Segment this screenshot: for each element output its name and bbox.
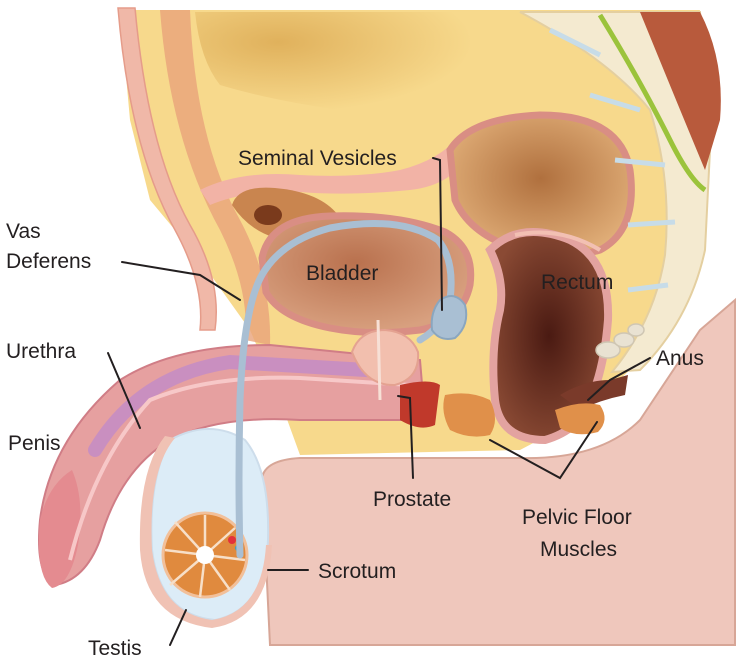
label-bladder: Bladder bbox=[306, 262, 378, 285]
label-prostate: Prostate bbox=[373, 488, 451, 511]
pelvic-floor-muscle-front bbox=[443, 393, 495, 436]
label-urethra: Urethra bbox=[6, 340, 76, 363]
label-penis: Penis bbox=[8, 432, 61, 455]
label-pelvic-floor-line2: Muscles bbox=[540, 538, 617, 561]
label-rectum: Rectum bbox=[541, 271, 613, 294]
label-pelvic-floor-line1: Pelvic Floor bbox=[522, 506, 632, 529]
urethra-through-prostate bbox=[378, 320, 380, 400]
label-vas-deferens-line1: Vas bbox=[6, 220, 41, 243]
penile-bulb bbox=[400, 382, 440, 428]
rete-testis bbox=[196, 546, 214, 564]
label-testis: Testis bbox=[88, 637, 142, 658]
bowel-lumen bbox=[254, 205, 282, 225]
label-anus: Anus bbox=[656, 347, 704, 370]
label-vas-deferens-line2: Deferens bbox=[6, 250, 91, 273]
label-seminal-vesicles: Seminal Vesicles bbox=[238, 147, 397, 170]
label-scrotum: Scrotum bbox=[318, 560, 396, 583]
